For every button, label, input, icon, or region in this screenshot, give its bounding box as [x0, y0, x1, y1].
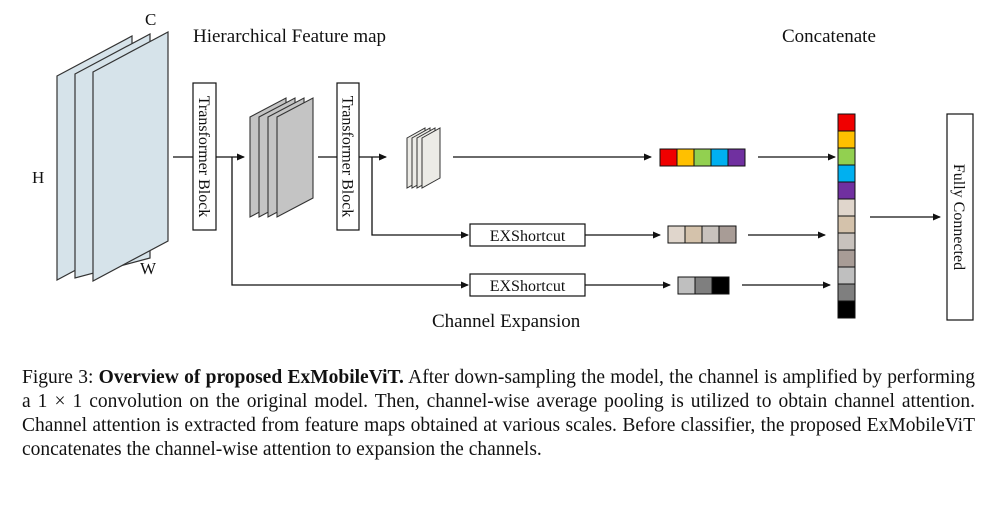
concat-cell-6	[837, 198, 856, 217]
vector-bot-cell-1	[677, 276, 696, 295]
vector-top-cell-5	[727, 148, 746, 167]
concat-cell-8	[837, 232, 856, 251]
vector-mid-cell-3	[701, 225, 720, 244]
caption-bold-title: Overview of proposed ExMobileViT.	[98, 367, 404, 388]
mid-feature-stack	[249, 97, 314, 218]
label-h: H	[32, 168, 44, 187]
figure-caption: Figure 3: Overview of proposed ExMobileV…	[22, 366, 975, 462]
concat-cell-9	[837, 249, 856, 268]
svg-text:Transformer Block: Transformer Block	[339, 96, 356, 218]
exshortcut-box-2: EXShortcut	[469, 273, 586, 297]
concat-cell-3	[837, 147, 856, 166]
concat-cell-11	[837, 283, 856, 302]
concat-cell-4	[837, 164, 856, 183]
hierarchical-feature-map-title: Hierarchical Feature map	[193, 26, 386, 47]
vector-bot-cell-3	[711, 276, 730, 295]
concat-cell-2	[837, 130, 856, 149]
caption-body: After down-sampling the model, the chann…	[22, 367, 975, 460]
channel-expansion-label: Channel Expansion	[432, 311, 581, 332]
concat-cell-7	[837, 215, 856, 234]
concat-cell-1	[837, 113, 856, 132]
vector-top-cell-1	[659, 148, 678, 167]
vector-mid-cell-2	[684, 225, 703, 244]
label-c: C	[145, 10, 156, 29]
svg-text:Transformer Block: Transformer Block	[195, 96, 212, 218]
exshortcut-box-1: EXShortcut	[469, 223, 586, 247]
vector-mid-cell-1	[667, 225, 686, 244]
input-feature-stack	[56, 31, 169, 282]
architecture-diagram: C H W Hierarchical Feature map Concatena…	[32, 10, 974, 332]
label-w: W	[140, 259, 157, 278]
transformer-block-1: Transformer Block	[192, 82, 217, 231]
flow-lines	[173, 153, 941, 289]
concatenated-vector	[837, 113, 856, 319]
svg-text:EXShortcut: EXShortcut	[490, 278, 566, 295]
vector-mid-cell-4	[718, 225, 737, 244]
concat-cell-12	[837, 300, 856, 319]
vector-bot-cell-2	[694, 276, 713, 295]
channel-vector-mid	[667, 225, 737, 244]
transformer-block-2: Transformer Block	[336, 82, 360, 231]
vector-top-cell-2	[676, 148, 695, 167]
caption-prefix: Figure 3:	[22, 367, 99, 388]
vector-top-cell-3	[693, 148, 712, 167]
channel-vector-top	[659, 148, 746, 167]
concat-cell-10	[837, 266, 856, 285]
fully-connected-block: Fully Connected	[946, 113, 974, 321]
small-feature-stack	[406, 127, 441, 189]
concatenate-title: Concatenate	[782, 26, 876, 47]
concat-cell-5	[837, 181, 856, 200]
channel-vector-bot	[677, 276, 730, 295]
vector-top-cell-4	[710, 148, 729, 167]
svg-text:EXShortcut: EXShortcut	[490, 228, 566, 245]
svg-text:Fully Connected: Fully Connected	[950, 164, 967, 270]
